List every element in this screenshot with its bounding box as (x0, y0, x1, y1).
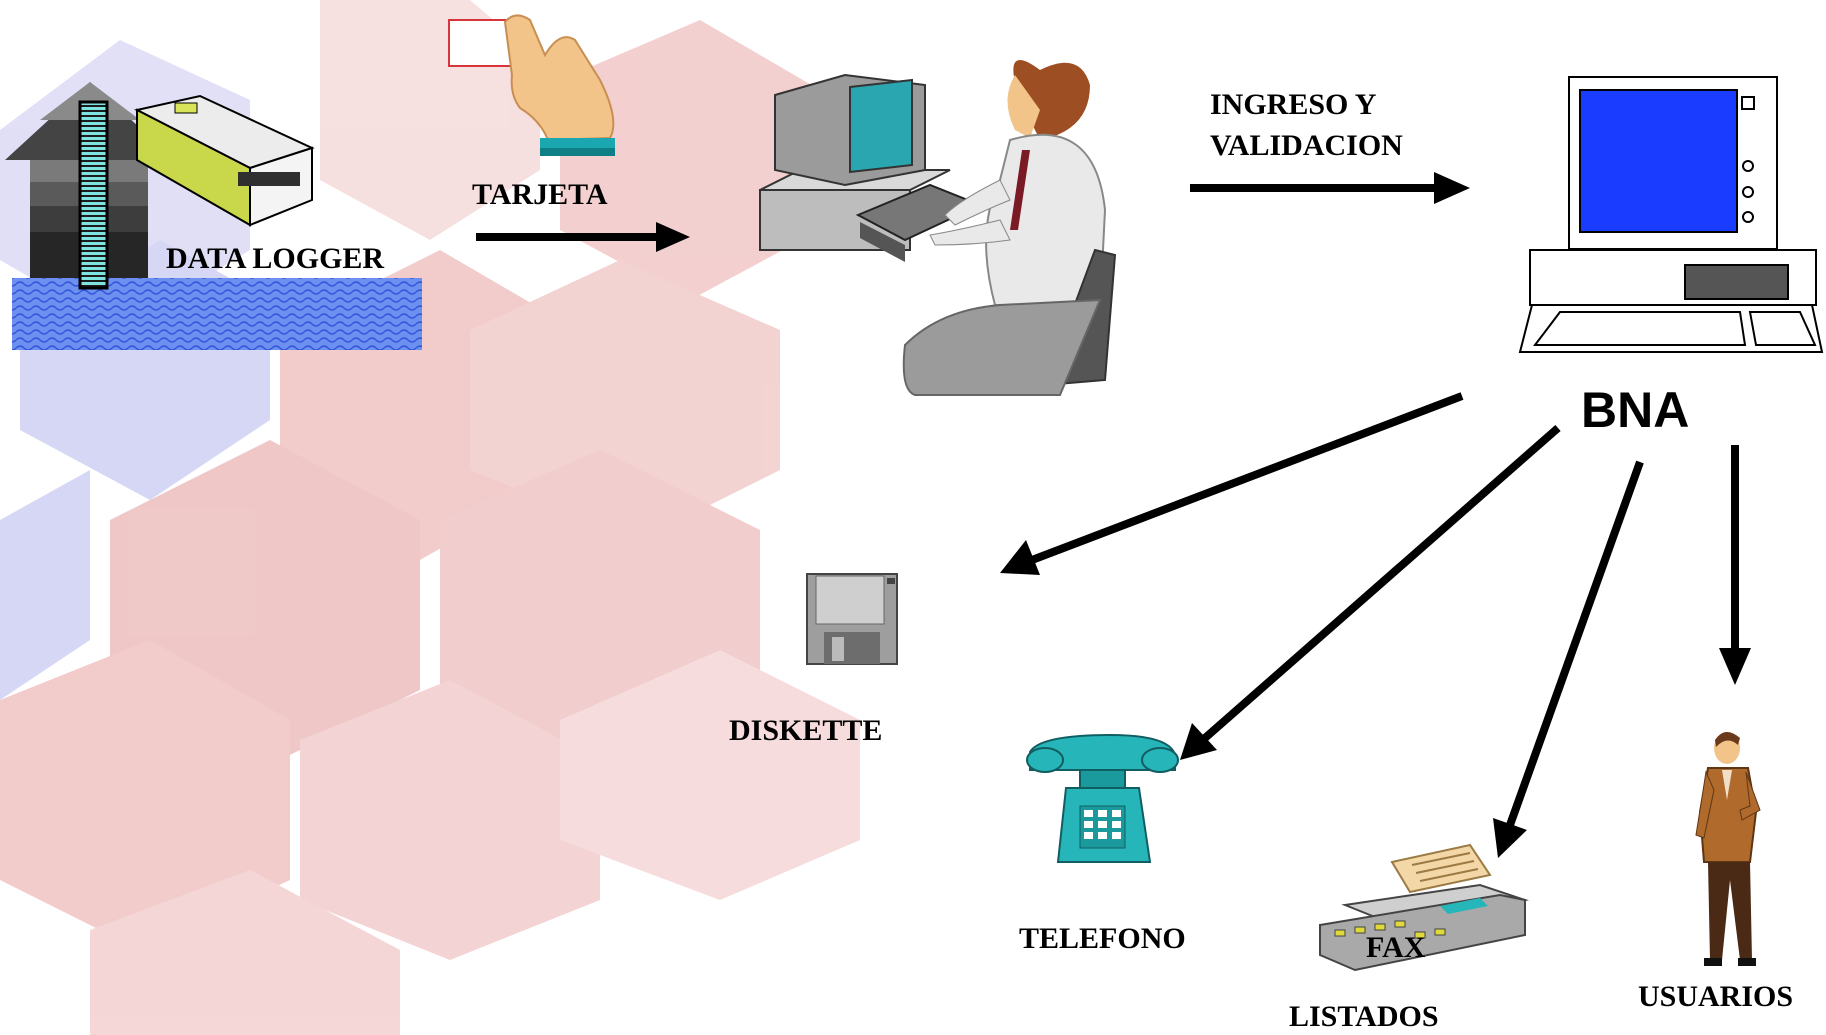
arrow-bna-to-telefono (1180, 424, 1561, 760)
tarjeta-label: TARJETA (472, 178, 608, 211)
arrow-logger-to-operator (476, 222, 690, 252)
usuarios-label: USUARIOS (1638, 980, 1794, 1013)
ingreso-label-line2: VALIDACION (1210, 129, 1403, 162)
data-logger-label: DATA LOGGER (166, 242, 385, 275)
diskette-label: DISKETTE (729, 714, 883, 747)
ingreso-label-line1: INGRESO Y (1210, 88, 1377, 121)
arrow-bna-to-usuarios (1719, 445, 1751, 685)
fax-label: FAX (1366, 931, 1426, 964)
arrow-operator-to-bna (1190, 172, 1470, 204)
bna-label: BNA (1581, 382, 1690, 438)
arrow-bna-to-diskette (1000, 392, 1464, 575)
listados-label: LISTADOS (1289, 1000, 1439, 1033)
arrow-bna-to-fax (1493, 460, 1644, 858)
telefono-label: TELEFONO (1019, 922, 1186, 955)
